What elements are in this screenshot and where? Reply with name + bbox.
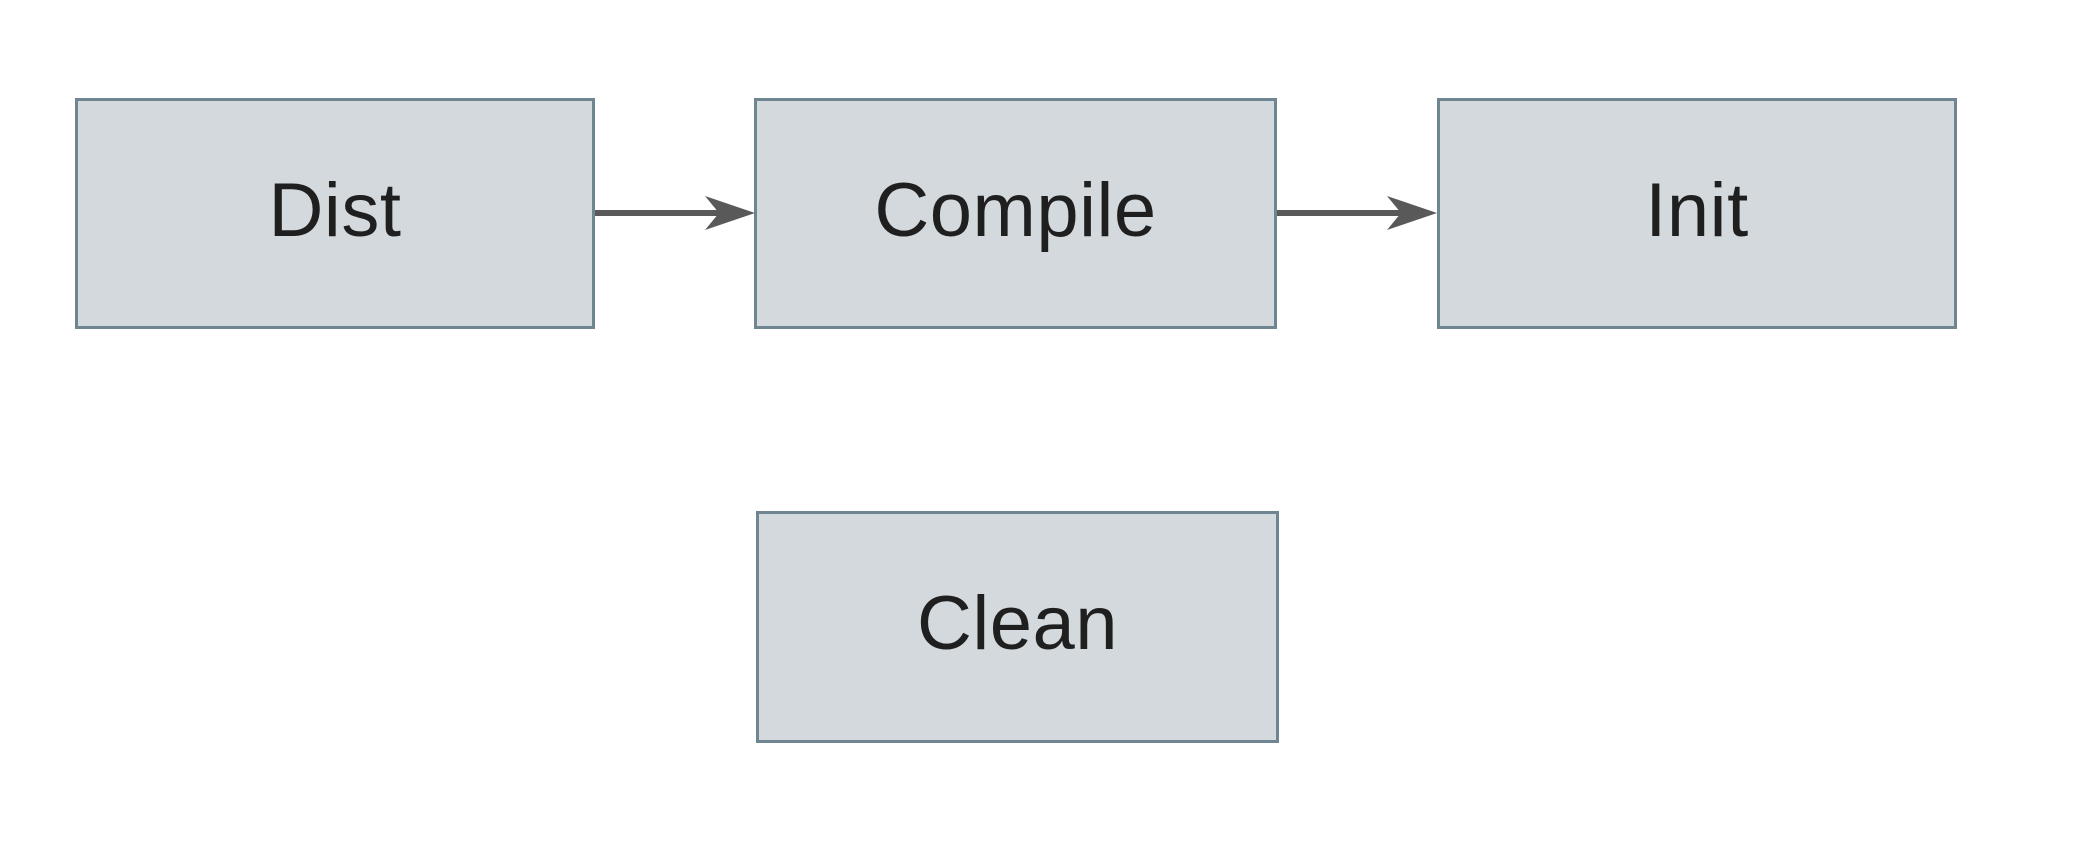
arrow-dist-to-compile[interactable] [595, 195, 755, 231]
node-dist[interactable]: Dist [75, 98, 595, 329]
node-init[interactable]: Init [1437, 98, 1957, 329]
node-clean-label: Clean [916, 581, 1119, 666]
node-init-label: Init [1645, 167, 1749, 253]
node-dist-label: Dist [268, 167, 402, 253]
arrow-compile-to-init[interactable] [1277, 195, 1437, 231]
node-compile[interactable]: Compile [754, 98, 1277, 329]
node-compile-label: Compile [874, 167, 1157, 253]
node-clean[interactable]: Clean [756, 511, 1279, 743]
